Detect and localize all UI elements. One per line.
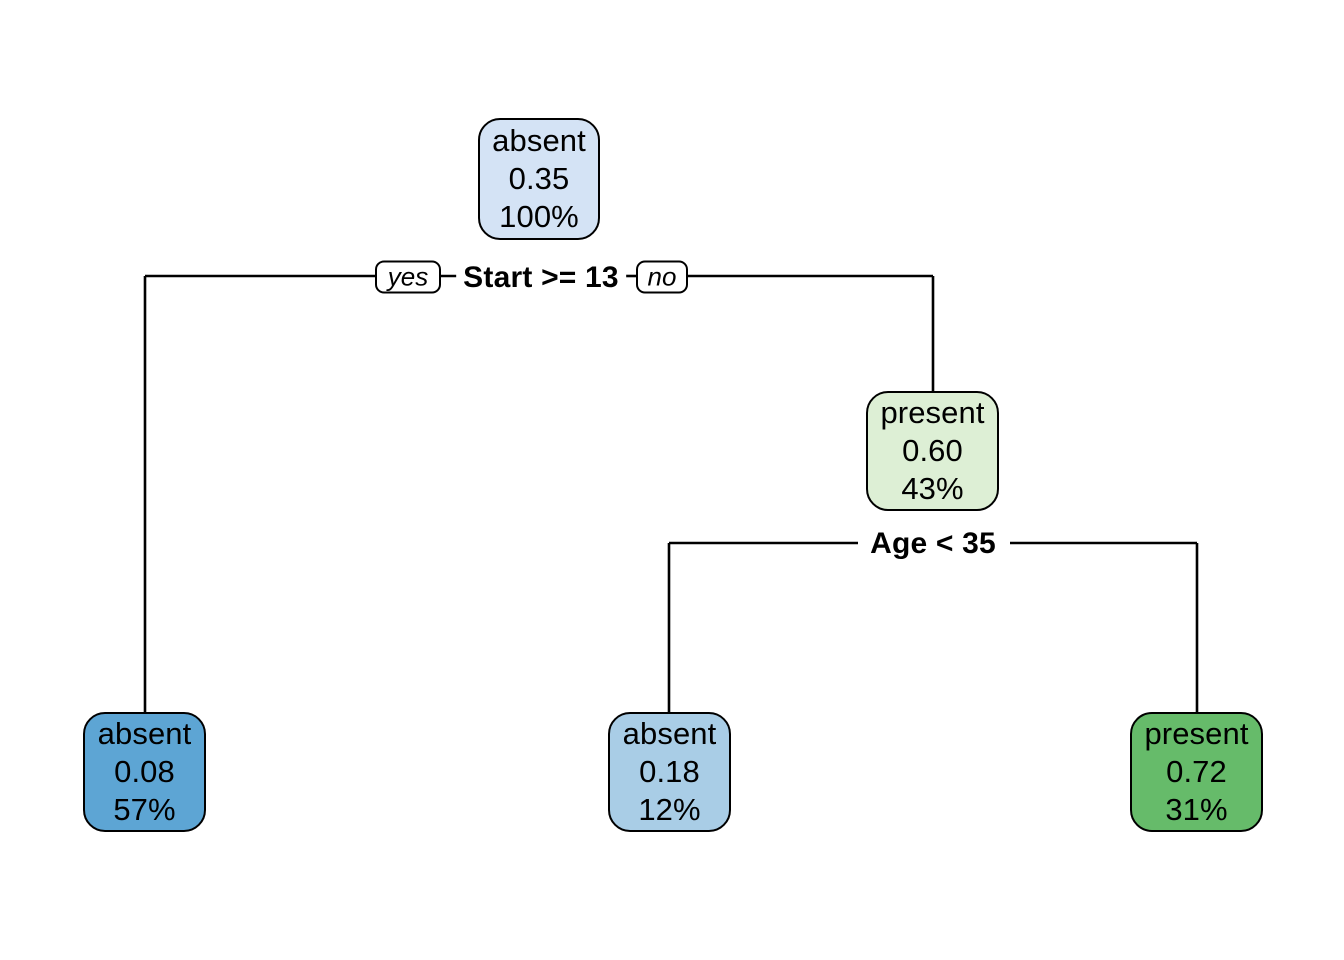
node-probability: 0.35 — [508, 161, 570, 197]
node-probability: 0.18 — [639, 754, 700, 790]
node-class-label: absent — [622, 716, 717, 752]
node-probability: 0.72 — [1166, 754, 1227, 790]
node-percent: 43% — [901, 470, 964, 506]
node-probability: 0.08 — [114, 754, 175, 790]
split-label-age: Age < 35 — [863, 527, 1003, 561]
branch-label-yes[interactable]: yes — [375, 260, 441, 294]
tree-leaf-absent-057[interactable]: absent 0.08 57% — [83, 712, 206, 832]
tree-node-present-internal[interactable]: present 0.60 43% — [866, 391, 999, 511]
node-percent: 100% — [499, 198, 579, 234]
split-label-start: Start >= 13 — [456, 261, 626, 295]
tree-leaf-absent-012[interactable]: absent 0.18 12% — [608, 712, 731, 832]
node-percent: 31% — [1165, 791, 1228, 827]
branch-label-no[interactable]: no — [636, 260, 688, 294]
node-probability: 0.60 — [902, 433, 963, 469]
node-class-label: present — [1144, 716, 1249, 752]
node-class-label: present — [880, 395, 985, 431]
tree-leaf-present-031[interactable]: present 0.72 31% — [1130, 712, 1263, 832]
tree-node-root[interactable]: absent 0.35 100% — [478, 118, 600, 240]
node-percent: 57% — [113, 791, 176, 827]
node-class-label: absent — [492, 123, 586, 159]
node-class-label: absent — [97, 716, 192, 752]
node-percent: 12% — [638, 791, 701, 827]
